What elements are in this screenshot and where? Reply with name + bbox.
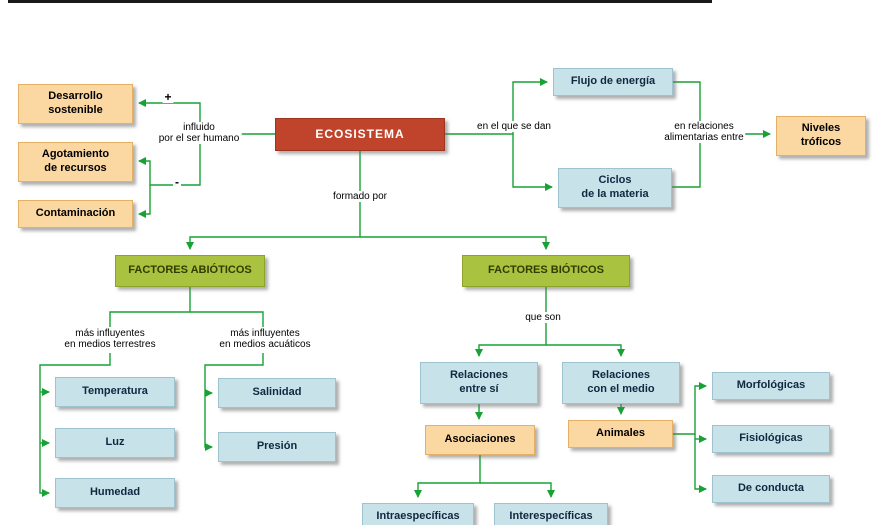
edge-terrestres-humedad (39, 353, 111, 497)
node-ecosistema: ECOSISTEMA (275, 118, 445, 151)
node-intraespecificas: Intraespecíficas (362, 503, 474, 525)
label-influido-por-ser-humano: influido por el ser humano (156, 122, 242, 144)
top-border-rule (8, 0, 712, 3)
node-asociaciones: Asociaciones (425, 425, 535, 455)
label-que-son: que son (523, 312, 563, 323)
node-de-conducta: De conducta (712, 475, 830, 503)
node-niveles-troficos: Niveles tróficos (776, 116, 866, 156)
label-formado-por: formado por (331, 191, 389, 202)
edge-formado-abioticos (186, 236, 360, 250)
edge-formado-bioticos (360, 236, 550, 250)
node-presion: Presión (218, 432, 336, 462)
node-relaciones-entre-si: Relaciones entre sí (420, 362, 538, 404)
node-animales: Animales (568, 420, 673, 448)
node-ciclos-materia: Ciclos de la materia (558, 168, 672, 208)
edge-abioticos-terrestres (109, 287, 191, 327)
edge-asociaciones-inter (480, 482, 555, 498)
label-mas-influyentes-terrestres: más influyentes en medios terrestres (62, 328, 158, 350)
node-flujo-energia: Flujo de energía (553, 68, 673, 96)
node-contaminacion: Contaminación (18, 200, 133, 228)
label-en-relaciones-alimentarias: en relaciones alimentarias entre (662, 121, 746, 143)
node-desarrollo-sostenible: Desarrollo sostenible (18, 84, 133, 124)
node-salinidad: Salinidad (218, 378, 336, 408)
node-factores-bioticos: FACTORES BIÓTICOS (462, 255, 630, 287)
edge-queson-rel-entre-si (475, 344, 546, 357)
edge-ciclos-junction (672, 134, 701, 188)
label-plus-sign: + (162, 90, 174, 104)
node-luz: Luz (55, 428, 175, 458)
edge-animales-morfologicas (673, 382, 707, 435)
node-interespecificas: Interespecíficas (494, 503, 608, 525)
edge-ecosistema-flujo (445, 78, 548, 135)
label-mas-influyentes-acuaticos: más influyentes en medios acuáticos (217, 328, 313, 350)
edge-abioticos-acuaticos (190, 311, 264, 327)
node-temperatura: Temperatura (55, 377, 175, 407)
node-humedad: Humedad (55, 478, 175, 508)
node-agotamiento-recursos: Agotamiento de recursos (18, 142, 133, 182)
edge-asociaciones-intra (414, 455, 481, 498)
node-fisiologicas: Fisiológicas (712, 425, 830, 453)
edge-animales-deconducta (694, 434, 707, 493)
edge-queson-rel-con-medio (546, 344, 625, 357)
node-factores-abioticos: FACTORES ABIÓTICOS (115, 255, 265, 287)
edge-acuaticos-presion (204, 353, 264, 451)
label-en-el-que-se-dan: en el que se dan (475, 121, 553, 132)
edge-ecosistema-contaminacion (138, 185, 151, 218)
node-relaciones-con-medio: Relaciones con el medio (562, 362, 680, 404)
node-morfologicas: Morfológicas (712, 372, 830, 400)
edge-ecosistema-ciclos (512, 134, 553, 191)
label-minus-sign: - (173, 175, 181, 189)
